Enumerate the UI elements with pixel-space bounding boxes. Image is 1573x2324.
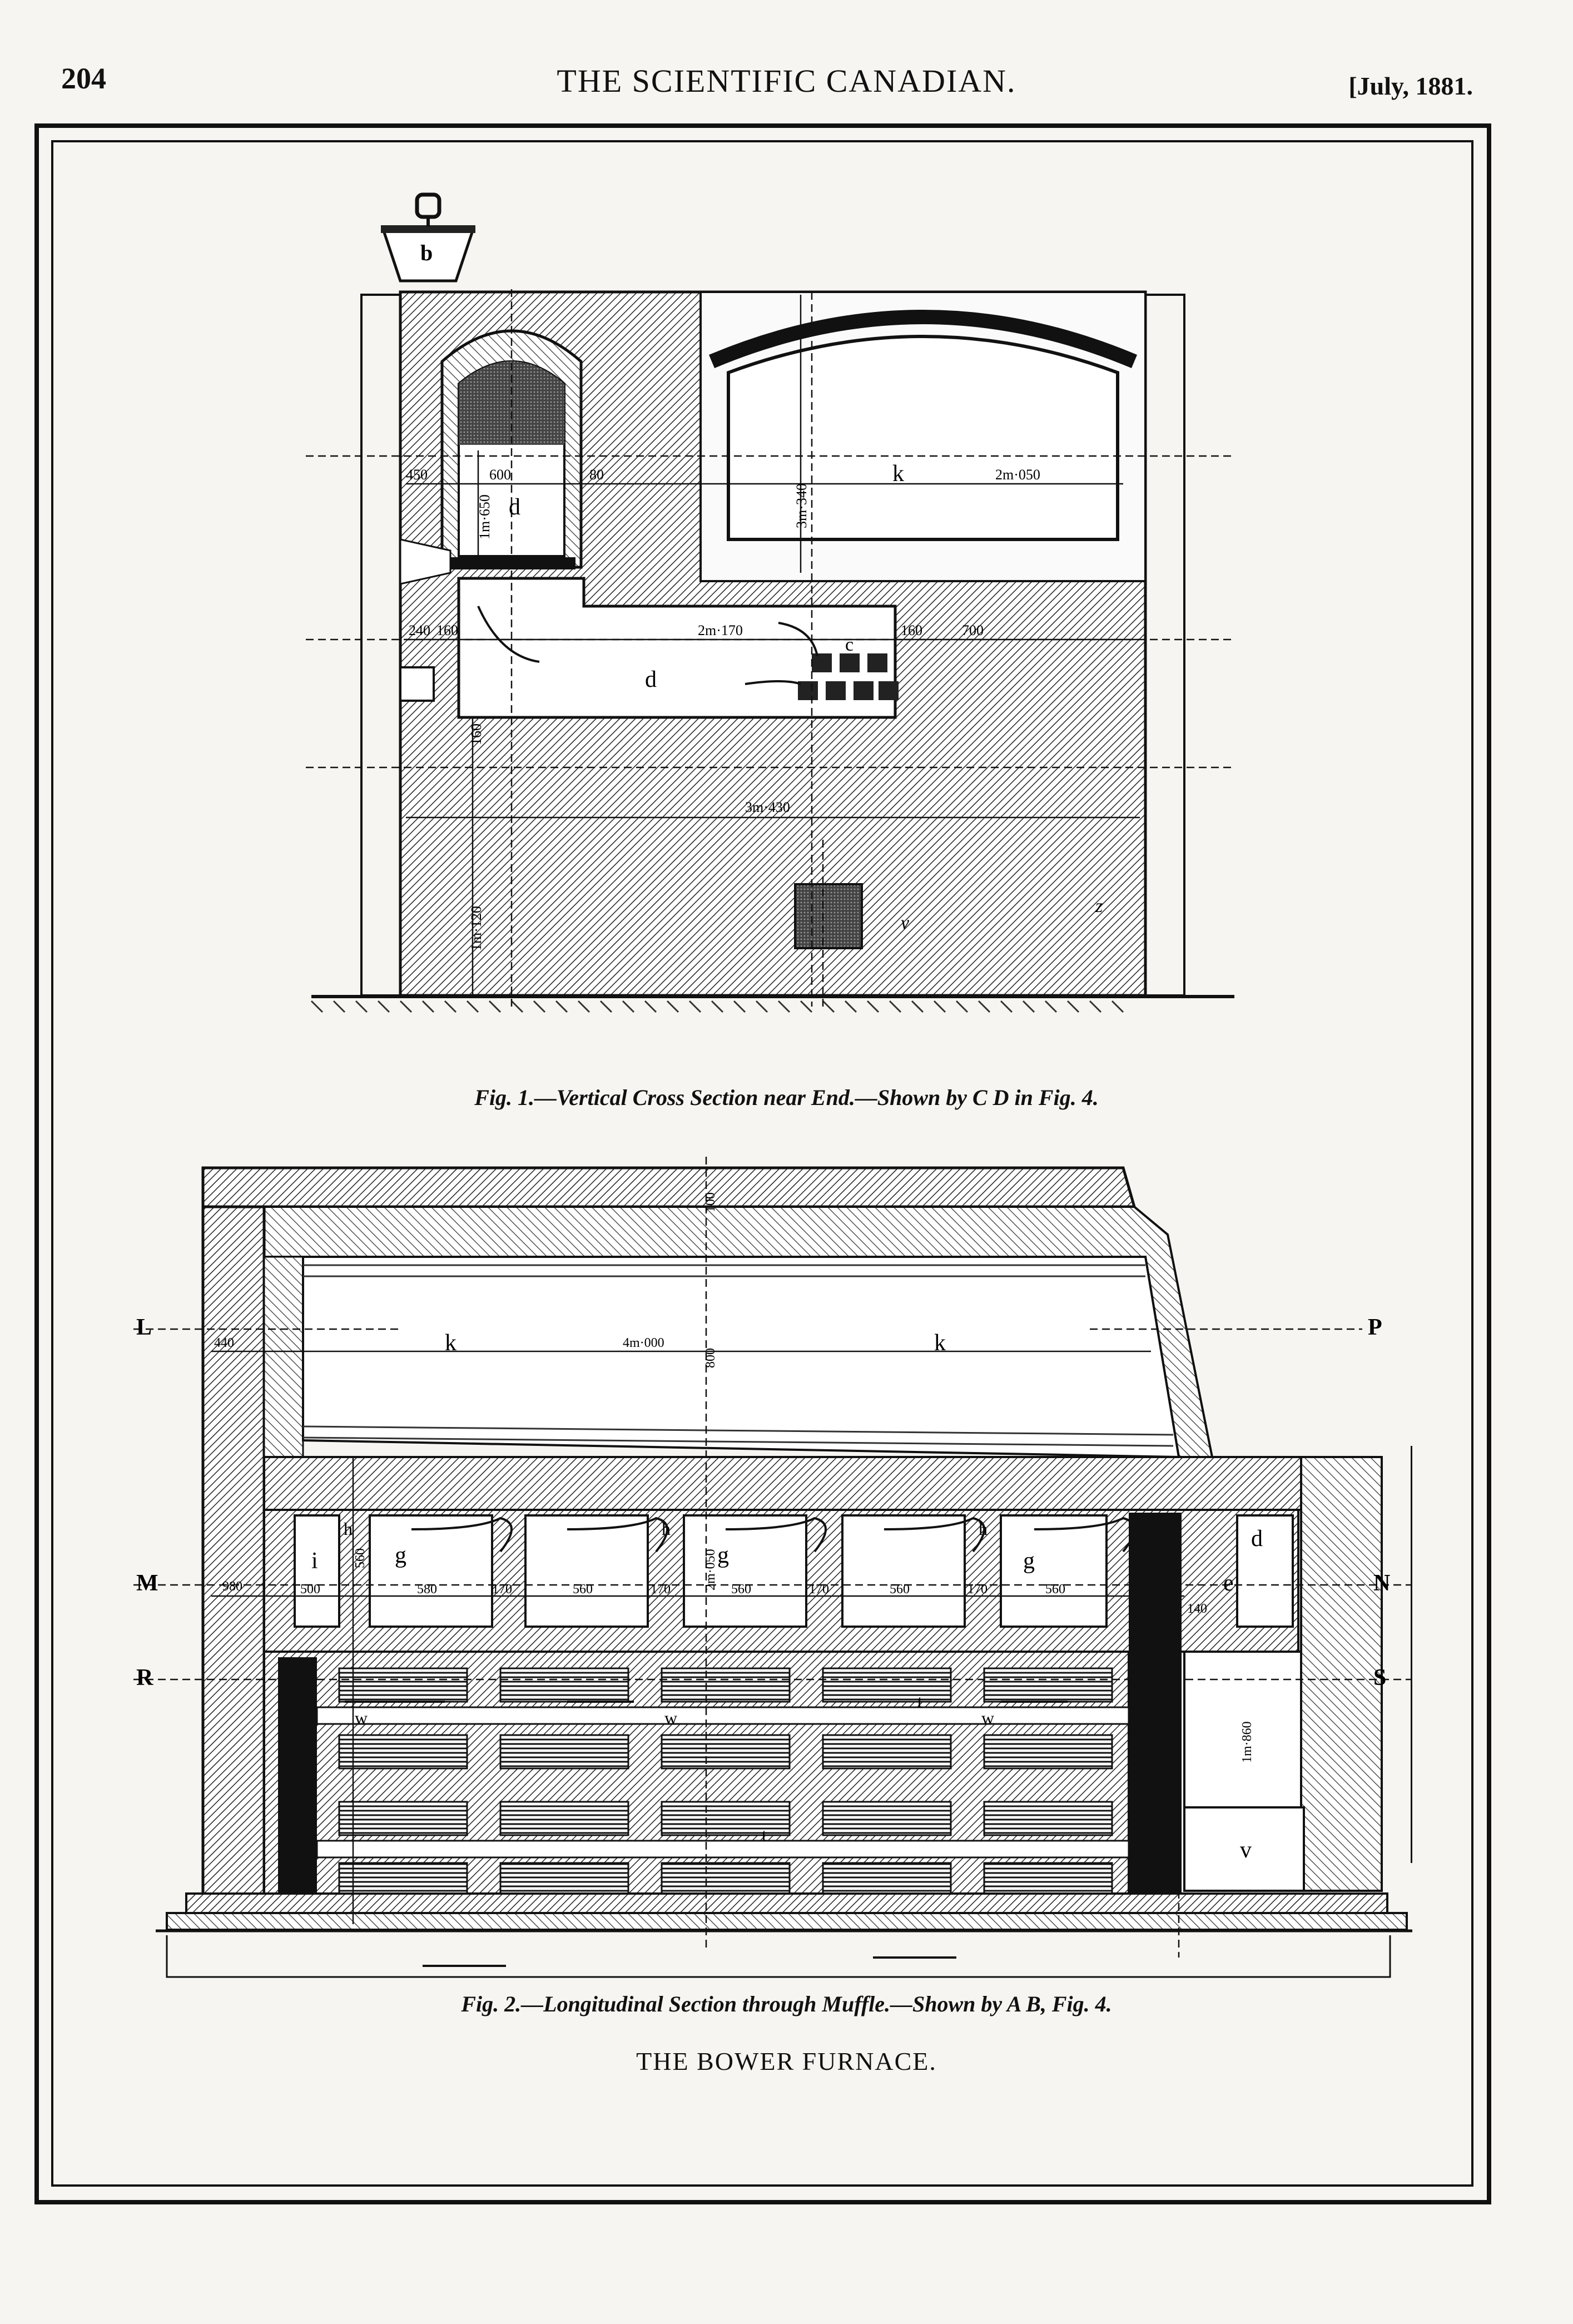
fig2-dim-170c: 170 xyxy=(809,1582,829,1597)
page-number: 204 xyxy=(61,62,106,95)
fig2-dim-980: 980 xyxy=(222,1579,242,1594)
issue-date: [July, 1881. xyxy=(1348,72,1473,100)
fig2-label-g2: g xyxy=(717,1543,729,1568)
figure-1-cross-section: b k d d c v z 450 600 80 2m·050 3m·340 1… xyxy=(306,192,1234,1013)
fig1-label-d-lower: d xyxy=(645,667,657,692)
fig2-label-M: M xyxy=(136,1570,158,1596)
fig2-label-h1: h xyxy=(344,1519,353,1539)
muffle-pipes xyxy=(798,653,899,700)
fig2-dim-4m000: 4m·000 xyxy=(623,1336,664,1350)
fig2-dim-440: 440 xyxy=(214,1336,234,1350)
fig1-dim-1m120: 1m·120 xyxy=(468,906,484,951)
figure-2-caption: Fig. 2.—Longitudinal Section through Muf… xyxy=(461,1991,1112,2016)
plate-outer-frame xyxy=(34,123,1491,2204)
fig2-label-t2: t xyxy=(762,1825,767,1845)
fig2-label-d: d xyxy=(1251,1526,1263,1552)
fig2-dim-800: 800 xyxy=(703,1348,718,1368)
fig2-dim-560d: 560 xyxy=(890,1582,910,1597)
fig1-dim-160c: 160 xyxy=(468,724,484,745)
fig2-dim-170a: 170 xyxy=(492,1582,512,1597)
fig1-dim-240: 240 xyxy=(409,622,430,638)
fig2-label-e: e xyxy=(1223,1570,1234,1596)
fig2-dim-560c: 560 xyxy=(731,1582,751,1597)
fig2-label-g1: g xyxy=(395,1543,406,1568)
fig1-dim-3m430: 3m·430 xyxy=(745,799,790,815)
fig2-label-w2: w xyxy=(664,1708,677,1728)
fig2-label-w1: w xyxy=(355,1708,368,1728)
fig2-label-k-right: k xyxy=(934,1330,946,1356)
fig1-label-z: z xyxy=(1095,896,1103,916)
fig2-label-g3: g xyxy=(1023,1548,1035,1574)
fig1-dim-2m050: 2m·050 xyxy=(995,467,1040,483)
fig1-dim-2m170: 2m·170 xyxy=(698,622,743,638)
figure-2-longitudinal-section: L P M N R S k k i d e v g g g g h h h w … xyxy=(133,1157,1412,1978)
fig2-label-k-left: k xyxy=(445,1330,456,1356)
fig1-dim-700: 700 xyxy=(962,622,984,638)
fig2-dim-140: 140 xyxy=(1187,1602,1207,1616)
fig2-label-t1: t xyxy=(917,1691,922,1711)
fig2-label-N: N xyxy=(1373,1570,1390,1596)
fig2-dim-1m860: 1m·860 xyxy=(1240,1721,1254,1763)
fig1-dim-160b: 160 xyxy=(901,622,922,638)
fig2-dim-560e: 560 xyxy=(1045,1582,1065,1597)
fig1-label-c: c xyxy=(845,635,854,655)
fig1-label-v: v xyxy=(901,913,910,933)
fig2-dim-170b: 170 xyxy=(651,1582,671,1597)
figure-1-caption: Fig. 1.—Vertical Cross Section near End.… xyxy=(474,1085,1099,1110)
fig2-dim-580: 580 xyxy=(417,1582,437,1597)
fig2-label-h2: h xyxy=(662,1519,671,1539)
fig2-dim-500: 500 xyxy=(300,1582,320,1597)
fig2-label-P: P xyxy=(1368,1315,1382,1340)
fig2-dim-170d: 170 xyxy=(967,1582,988,1597)
fig2-label-L: L xyxy=(136,1315,152,1340)
fig1-dim-80: 80 xyxy=(589,467,604,483)
fig2-label-h3: h xyxy=(979,1519,988,1539)
plate-title: THE BOWER FURNACE. xyxy=(636,2047,937,2075)
fig2-dim-560a: 560 xyxy=(353,1548,368,1568)
fig2-dim-2m050: 2m·050 xyxy=(703,1549,718,1590)
fig1-label-k: k xyxy=(892,461,904,487)
fig1-label-b: b xyxy=(420,240,433,265)
fig2-dim-100: 100 xyxy=(703,1192,718,1212)
fig1-dim-1m650: 1m·650 xyxy=(477,494,493,539)
fig2-dim-560b: 560 xyxy=(573,1582,593,1597)
fig1-label-d-upper: d xyxy=(509,494,520,520)
page-header: 204 THE SCIENTIFIC CANADIAN. [July, 1881… xyxy=(0,0,1573,111)
fig2-label-R: R xyxy=(136,1665,153,1691)
fig1-dim-3m340: 3m·340 xyxy=(793,483,810,528)
fig1-dim-450: 450 xyxy=(406,467,428,483)
fig1-dim-160a: 160 xyxy=(436,622,458,638)
fig2-label-S: S xyxy=(1373,1665,1386,1691)
fig2-label-w3: w xyxy=(981,1708,994,1728)
fig2-label-v: v xyxy=(1240,1837,1252,1863)
plate-inner-frame xyxy=(51,140,1473,2187)
fig1-dim-600: 600 xyxy=(489,467,511,483)
fig2-label-i: i xyxy=(311,1548,318,1574)
journal-title: THE SCIENTIFIC CANADIAN. xyxy=(557,63,1016,99)
